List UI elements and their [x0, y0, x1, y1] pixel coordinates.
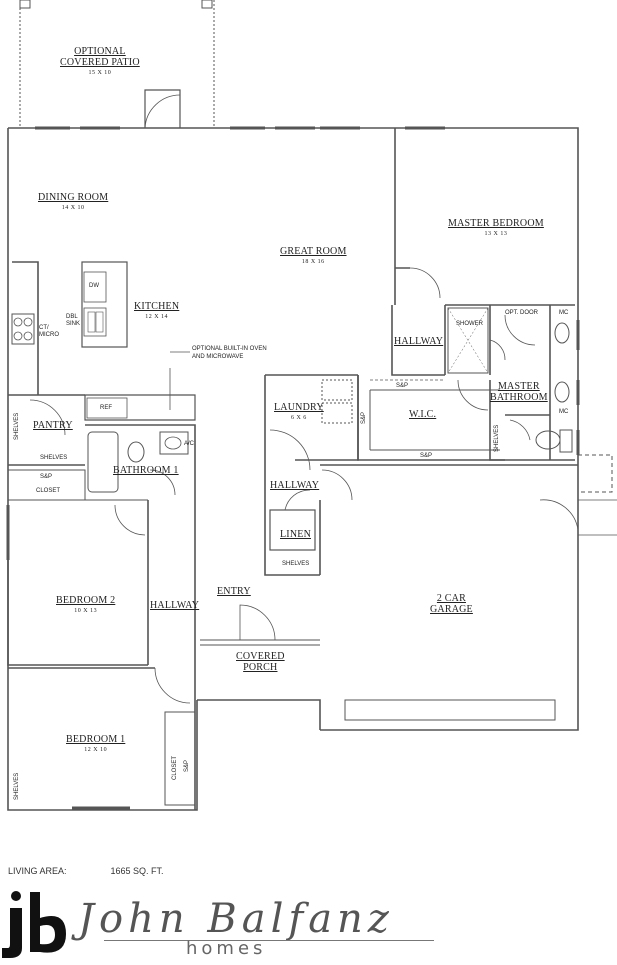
room-label-hallway-master: HALLWAY [394, 336, 444, 347]
note-ac: A/C [184, 441, 195, 447]
room-label-master-bedroom: MASTER BEDROOM 13 X 13 [448, 218, 544, 237]
brand-name: John Balfanz [78, 896, 394, 942]
note-sbp-bed1: S&P [184, 759, 190, 772]
room-label-master-bathroom: MASTER BATHROOM [490, 381, 548, 403]
note-opt-door: OPT. DOOR [505, 310, 539, 316]
room-label-bedroom-1: BEDROOM 1 12 X 10 [66, 734, 126, 753]
room-label-pantry: PANTRY [33, 420, 73, 431]
note-shelves-pantry: SHELVES [14, 412, 20, 440]
note-oven-line-2: AND MICROWAVE [192, 354, 244, 360]
note-shelves-left: SHELVES [14, 772, 20, 800]
living-area: LIVING AREA: 1665 SQ. FT. [8, 866, 164, 876]
note-shelves-linen: SHELVES [282, 561, 310, 567]
room-label-patio: OPTIONAL COVERED PATIO 15 X 10 [60, 46, 140, 76]
room-label-bedroom-2: BEDROOM 2 10 X 13 [56, 595, 116, 614]
room-label-hallway-center: HALLWAY [270, 480, 320, 491]
floor-plan [6, 0, 617, 811]
room-label-wic: W.I.C. [409, 409, 437, 420]
note-mc-top: MC [559, 310, 569, 316]
note-closet-left: CLOSET [36, 488, 61, 494]
room-label-dining: DINING ROOM 14 X 10 [38, 192, 109, 211]
room-label-hallway-left: HALLWAY [150, 600, 200, 611]
room-label-garage: 2 CAR GARAGE [430, 593, 473, 615]
note-dw: DW [89, 283, 99, 289]
note-ct-micro: CT/ MICRO [39, 325, 59, 338]
note-ref: REF [100, 405, 112, 411]
room-label-covered-porch: COVERED PORCH [236, 651, 285, 673]
room-label-linen: LINEN [280, 529, 311, 540]
jb-logo [0, 888, 70, 960]
brand-divider [104, 940, 434, 941]
room-label-entry: ENTRY [217, 586, 251, 597]
note-mc-bottom: MC [559, 409, 569, 415]
note-dbl-sink: DBL SINK [66, 314, 81, 327]
note-sbp-wic-side: S&P [361, 411, 367, 424]
note-sbp-wic-bottom: S&P [420, 453, 433, 459]
note-sbp-wic-top: S&P [396, 383, 409, 389]
room-label-great-room: GREAT ROOM 18 X 16 [280, 246, 347, 265]
living-area-value: 1665 SQ. FT. [110, 866, 164, 876]
room-label-laundry: LAUNDRY 6 X 6 [274, 402, 324, 421]
note-shower: SHOWER [456, 321, 483, 327]
note-sbp-closet: S&P [40, 474, 53, 480]
room-label-bathroom-1: BATHROOM 1 [113, 465, 179, 476]
brand-subtitle: homes [186, 938, 267, 959]
note-closet-bed1: CLOSET [172, 755, 178, 780]
note-shelves-bottom: SHELVES [40, 455, 68, 461]
note-shelves-wic: SHELVES [494, 424, 500, 452]
room-label-kitchen: KITCHEN 12 X 14 [134, 301, 180, 320]
living-area-label: LIVING AREA: [8, 866, 67, 876]
note-oven-line-1: OPTIONAL BUILT-IN OVEN [192, 346, 267, 352]
